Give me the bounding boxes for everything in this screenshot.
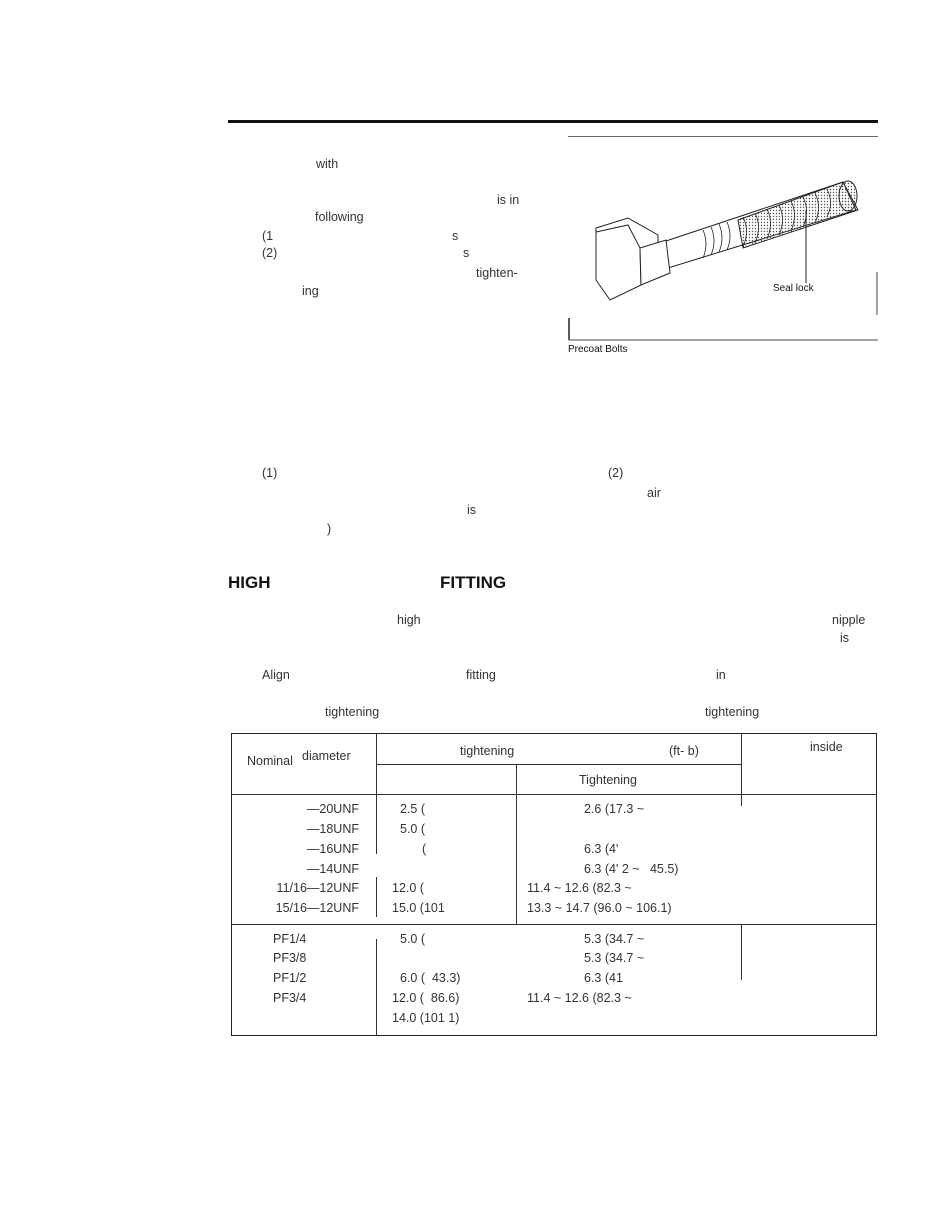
cell-diameter: —18UNF (306, 822, 359, 836)
col-divider (376, 877, 377, 917)
header-unit: (ft- b) (669, 744, 699, 758)
cell-diameter: —14UNF (306, 862, 359, 876)
header-nominal: Nominal (247, 754, 293, 768)
text-fragment: (1) (262, 466, 278, 480)
cell-range: 6.3 (4' 2 ~ 45.5) (584, 862, 679, 876)
cell-torque: 12.0 ( (392, 881, 424, 895)
figure-top-rule (568, 136, 878, 137)
text-fragment: following (315, 210, 364, 224)
text-fragment: high (397, 613, 421, 627)
cell-range: 2.6 (17.3 ~ (584, 802, 645, 816)
header-diameter: diameter (302, 749, 351, 763)
cell-range: 13.3 ~ 14.7 (96.0 ~ 106.1) (527, 901, 672, 915)
text-fragment: ing (302, 284, 319, 298)
cell-torque: 15.0 (101 (392, 901, 445, 915)
text-fragment: (2) (262, 246, 278, 260)
cell-diameter: PF3/8 (273, 951, 307, 965)
text-fragment: (2) (608, 466, 624, 480)
cell-range: 5.3 (34.7 ~ (584, 932, 645, 946)
col-divider (376, 939, 377, 1035)
cell-range: 5.3 (34.7 ~ (584, 951, 645, 965)
figure-caption: Precoat Bolts (568, 344, 628, 355)
cell-torque: 2.5 ( (400, 802, 426, 816)
cell-diameter: PF1/2 (273, 971, 307, 985)
group-rule (232, 924, 876, 925)
header-tightening-sub: Tightening (579, 773, 637, 787)
section-heading-high: HIGH (228, 573, 271, 592)
seal-lock-label: Seal lock (773, 283, 814, 294)
cell-diameter: PF3/4 (273, 991, 307, 1005)
cell-diameter: 15/16—12UNF (275, 901, 359, 915)
header-rule (232, 794, 876, 795)
text-fragment: ) (327, 522, 332, 536)
header-rule (228, 120, 878, 123)
cell-diameter: PF1/4 (273, 932, 307, 946)
tightening-torque-table: Nominal diameter tightening (ft- b) Tigh… (231, 733, 877, 1036)
section-heading-fitting: FITTING (440, 573, 507, 592)
text-fragment: (1 (262, 229, 274, 243)
header-subrule (376, 764, 741, 765)
text-fragment: fitting (466, 668, 496, 682)
cell-diameter: —20UNF (306, 802, 359, 816)
cell-diameter: 11/16—12UNF (276, 881, 359, 895)
text-fragment: air (647, 486, 661, 500)
text-fragment: tightening (705, 705, 760, 719)
cell-torque: 5.0 ( (400, 932, 426, 946)
text-fragment: Align (262, 668, 290, 682)
col-divider (516, 764, 517, 924)
text-fragment: nipple (832, 613, 866, 627)
text-fragment: s (463, 246, 470, 260)
text-fragment: is in (497, 193, 520, 207)
cell-range: 11.4 ~ 12.6 (82.3 ~ (527, 881, 632, 895)
text-fragment: in (716, 668, 726, 682)
cell-torque: 6.0 ( 43.3) (400, 971, 461, 985)
text-fragment: is (840, 631, 850, 645)
cell-torque: ( (422, 842, 427, 856)
text-fragment: s (452, 229, 459, 243)
col-divider (741, 734, 742, 806)
text-fragment: tighten- (476, 266, 518, 280)
cell-range: 6.3 (41 (584, 971, 623, 985)
cell-torque: 12.0 ( 86.6) (392, 991, 460, 1005)
cell-range: 6.3 (4' (584, 842, 619, 856)
header-tightening: tightening (460, 744, 515, 758)
text-fragment: is (467, 503, 477, 517)
cell-diameter: —16UNF (306, 842, 359, 856)
cell-range: 11.4 ~ 12.6 (82.3 ~ (527, 991, 632, 1005)
cell-torque: 5.0 ( (400, 822, 426, 836)
header-inside: inside (810, 740, 843, 754)
col-divider (741, 924, 742, 980)
text-fragment: with (316, 157, 339, 171)
precoat-bolt-illustration (568, 180, 878, 341)
text-fragment: tightening (325, 705, 380, 719)
cell-torque: 14.0 (101 1) (392, 1011, 460, 1025)
